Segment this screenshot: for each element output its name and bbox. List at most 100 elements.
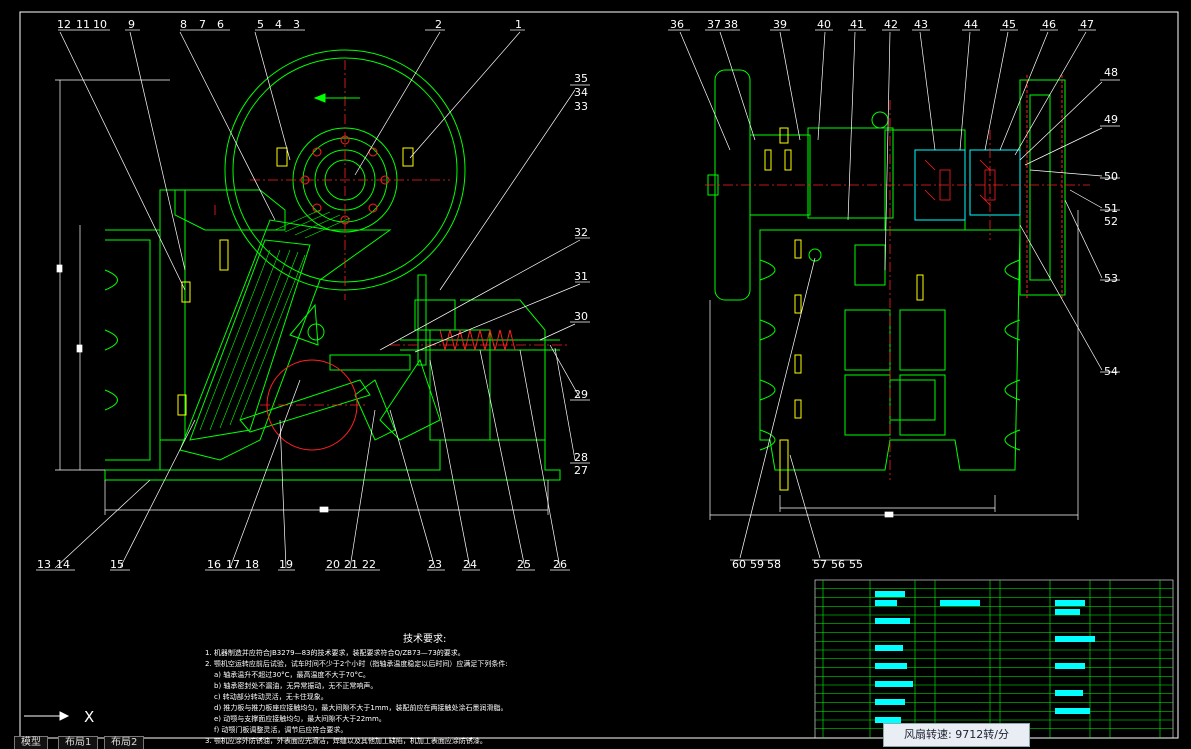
label-54: 54 — [1104, 365, 1118, 378]
label-50: 50 — [1104, 170, 1118, 183]
label-42: 42 — [884, 18, 898, 31]
label-57: 57 — [813, 558, 827, 571]
label-13: 13 — [37, 558, 51, 571]
label-55: 55 — [849, 558, 863, 571]
label-52: 52 — [1104, 215, 1118, 228]
table-cell-fill — [1055, 636, 1095, 642]
label-45: 45 — [1002, 18, 1016, 31]
parts-list-table — [814, 579, 1174, 739]
label-9: 9 — [128, 18, 135, 31]
label-22: 22 — [362, 558, 376, 571]
technical-notes: 技术要求: 1. 机器制造并应符合JB3279—83的技术要求，装配要求符合Q/… — [205, 632, 508, 745]
left-centerlines — [214, 60, 570, 406]
tab-layout-2[interactable]: 布局2 — [104, 736, 145, 749]
label-24: 24 — [463, 558, 477, 571]
note-line: a) 轴承温升不超过30°C，最高温度不大于70°C。 — [214, 670, 370, 679]
table-cell-fill — [875, 717, 901, 723]
fan-speed-label: 风扇转速: — [904, 728, 952, 741]
table-cell-fill — [875, 645, 903, 651]
label-27: 27 — [574, 464, 588, 477]
label-5: 5 — [257, 18, 264, 31]
label-11: 11 — [76, 18, 90, 31]
label-44: 44 — [964, 18, 978, 31]
note-line: 3. 颚机应涂外防锈油，外表面应光滑洁，焊缝以及其他加工缺陷，机加工表面应涂防锈… — [205, 736, 487, 745]
label-23: 23 — [428, 558, 442, 571]
layout-tabs: 模型 布局1 布局2 — [0, 736, 300, 749]
table-cell-fill — [875, 681, 913, 687]
label-53: 53 — [1104, 272, 1118, 285]
right-centerlines — [705, 100, 1090, 480]
table-cell-fill — [1055, 663, 1085, 669]
label-10: 10 — [93, 18, 107, 31]
note-line: b) 轴承密封处不漏油，无异常振动，无不正常响声。 — [214, 681, 377, 690]
notes-title: 技术要求: — [403, 632, 446, 645]
label-59: 59 — [750, 558, 764, 571]
table-cell-fill — [1055, 708, 1090, 714]
label-46: 46 — [1042, 18, 1056, 31]
label-17: 17 — [226, 558, 240, 571]
table-cell-fill — [1055, 690, 1083, 696]
label-29: 29 — [574, 388, 588, 401]
sheet-frame — [19, 11, 1179, 739]
label-47: 47 — [1080, 18, 1094, 31]
label-43: 43 — [914, 18, 928, 31]
label-41: 41 — [850, 18, 864, 31]
note-line: d) 推力板与推力板座应接触均匀，最大间隙不大于1mm，装配前应在两接触处涂石墨… — [214, 703, 508, 712]
fan-speed-value: 9712转/分 — [955, 728, 1009, 741]
label-35: 35 — [574, 72, 588, 85]
pulley-outline — [1026, 75, 1063, 300]
label-37: 37 — [707, 18, 721, 31]
right-dimensions — [709, 210, 1079, 520]
left-leaders — [36, 29, 590, 571]
label-21: 21 — [344, 558, 358, 571]
note-line: 1. 机器制造并应符合JB3279—83的技术要求，装配要求符合Q/ZB73—7… — [205, 648, 465, 657]
left-dimensions — [55, 79, 549, 515]
label-20: 20 — [326, 558, 340, 571]
label-7: 7 — [199, 18, 206, 31]
table-cell-fill — [875, 618, 910, 624]
label-15: 15 — [110, 558, 124, 571]
note-line: 2. 颚机空运转应前后试验，试车时间不少于2个小时（指轴承温度稳定以后时间）应满… — [205, 659, 508, 668]
label-32: 32 — [574, 226, 588, 239]
label-8: 8 — [180, 18, 187, 31]
label-18: 18 — [245, 558, 259, 571]
ucs-axis-icon — [24, 711, 70, 721]
cursor-x-label: X — [84, 708, 94, 726]
label-25: 25 — [517, 558, 531, 571]
label-39: 39 — [773, 18, 787, 31]
label-38: 38 — [724, 18, 738, 31]
table-cell-fill — [875, 600, 897, 606]
right-view — [707, 69, 1066, 491]
label-56: 56 — [831, 558, 845, 571]
rotation-arrow-icon — [313, 93, 360, 103]
label-3: 3 — [293, 18, 300, 31]
label-48: 48 — [1104, 66, 1118, 79]
table-cell-fill — [875, 591, 905, 597]
part-labels: 12 11 10 9 8 7 6 5 4 3 2 1 35 34 33 32 3… — [37, 18, 1118, 571]
label-16: 16 — [207, 558, 221, 571]
label-6: 6 — [217, 18, 224, 31]
label-36: 36 — [670, 18, 684, 31]
label-33: 33 — [574, 100, 588, 113]
table-cell-fill — [1055, 600, 1085, 606]
label-2: 2 — [435, 18, 442, 31]
label-19: 19 — [279, 558, 293, 571]
label-4: 4 — [275, 18, 282, 31]
table-cell-fill — [875, 663, 907, 669]
label-28: 28 — [574, 451, 588, 464]
label-31: 31 — [574, 270, 588, 283]
label-49: 49 — [1104, 113, 1118, 126]
fan-speed-tooltip: 风扇转速: 9712转/分 — [883, 723, 1030, 747]
label-14: 14 — [56, 558, 70, 571]
note-line: f) 动颚门板调整灵活，调节后应符合要求。 — [214, 725, 347, 734]
table-cell-fill — [940, 600, 980, 606]
label-58: 58 — [767, 558, 781, 571]
tab-model[interactable]: 模型 — [14, 736, 48, 749]
label-51: 51 — [1104, 202, 1118, 215]
label-40: 40 — [817, 18, 831, 31]
table-cell-fill — [875, 699, 905, 705]
label-34: 34 — [574, 86, 588, 99]
tab-layout-1[interactable]: 布局1 — [58, 736, 99, 749]
table-cell-fill — [1055, 609, 1080, 615]
